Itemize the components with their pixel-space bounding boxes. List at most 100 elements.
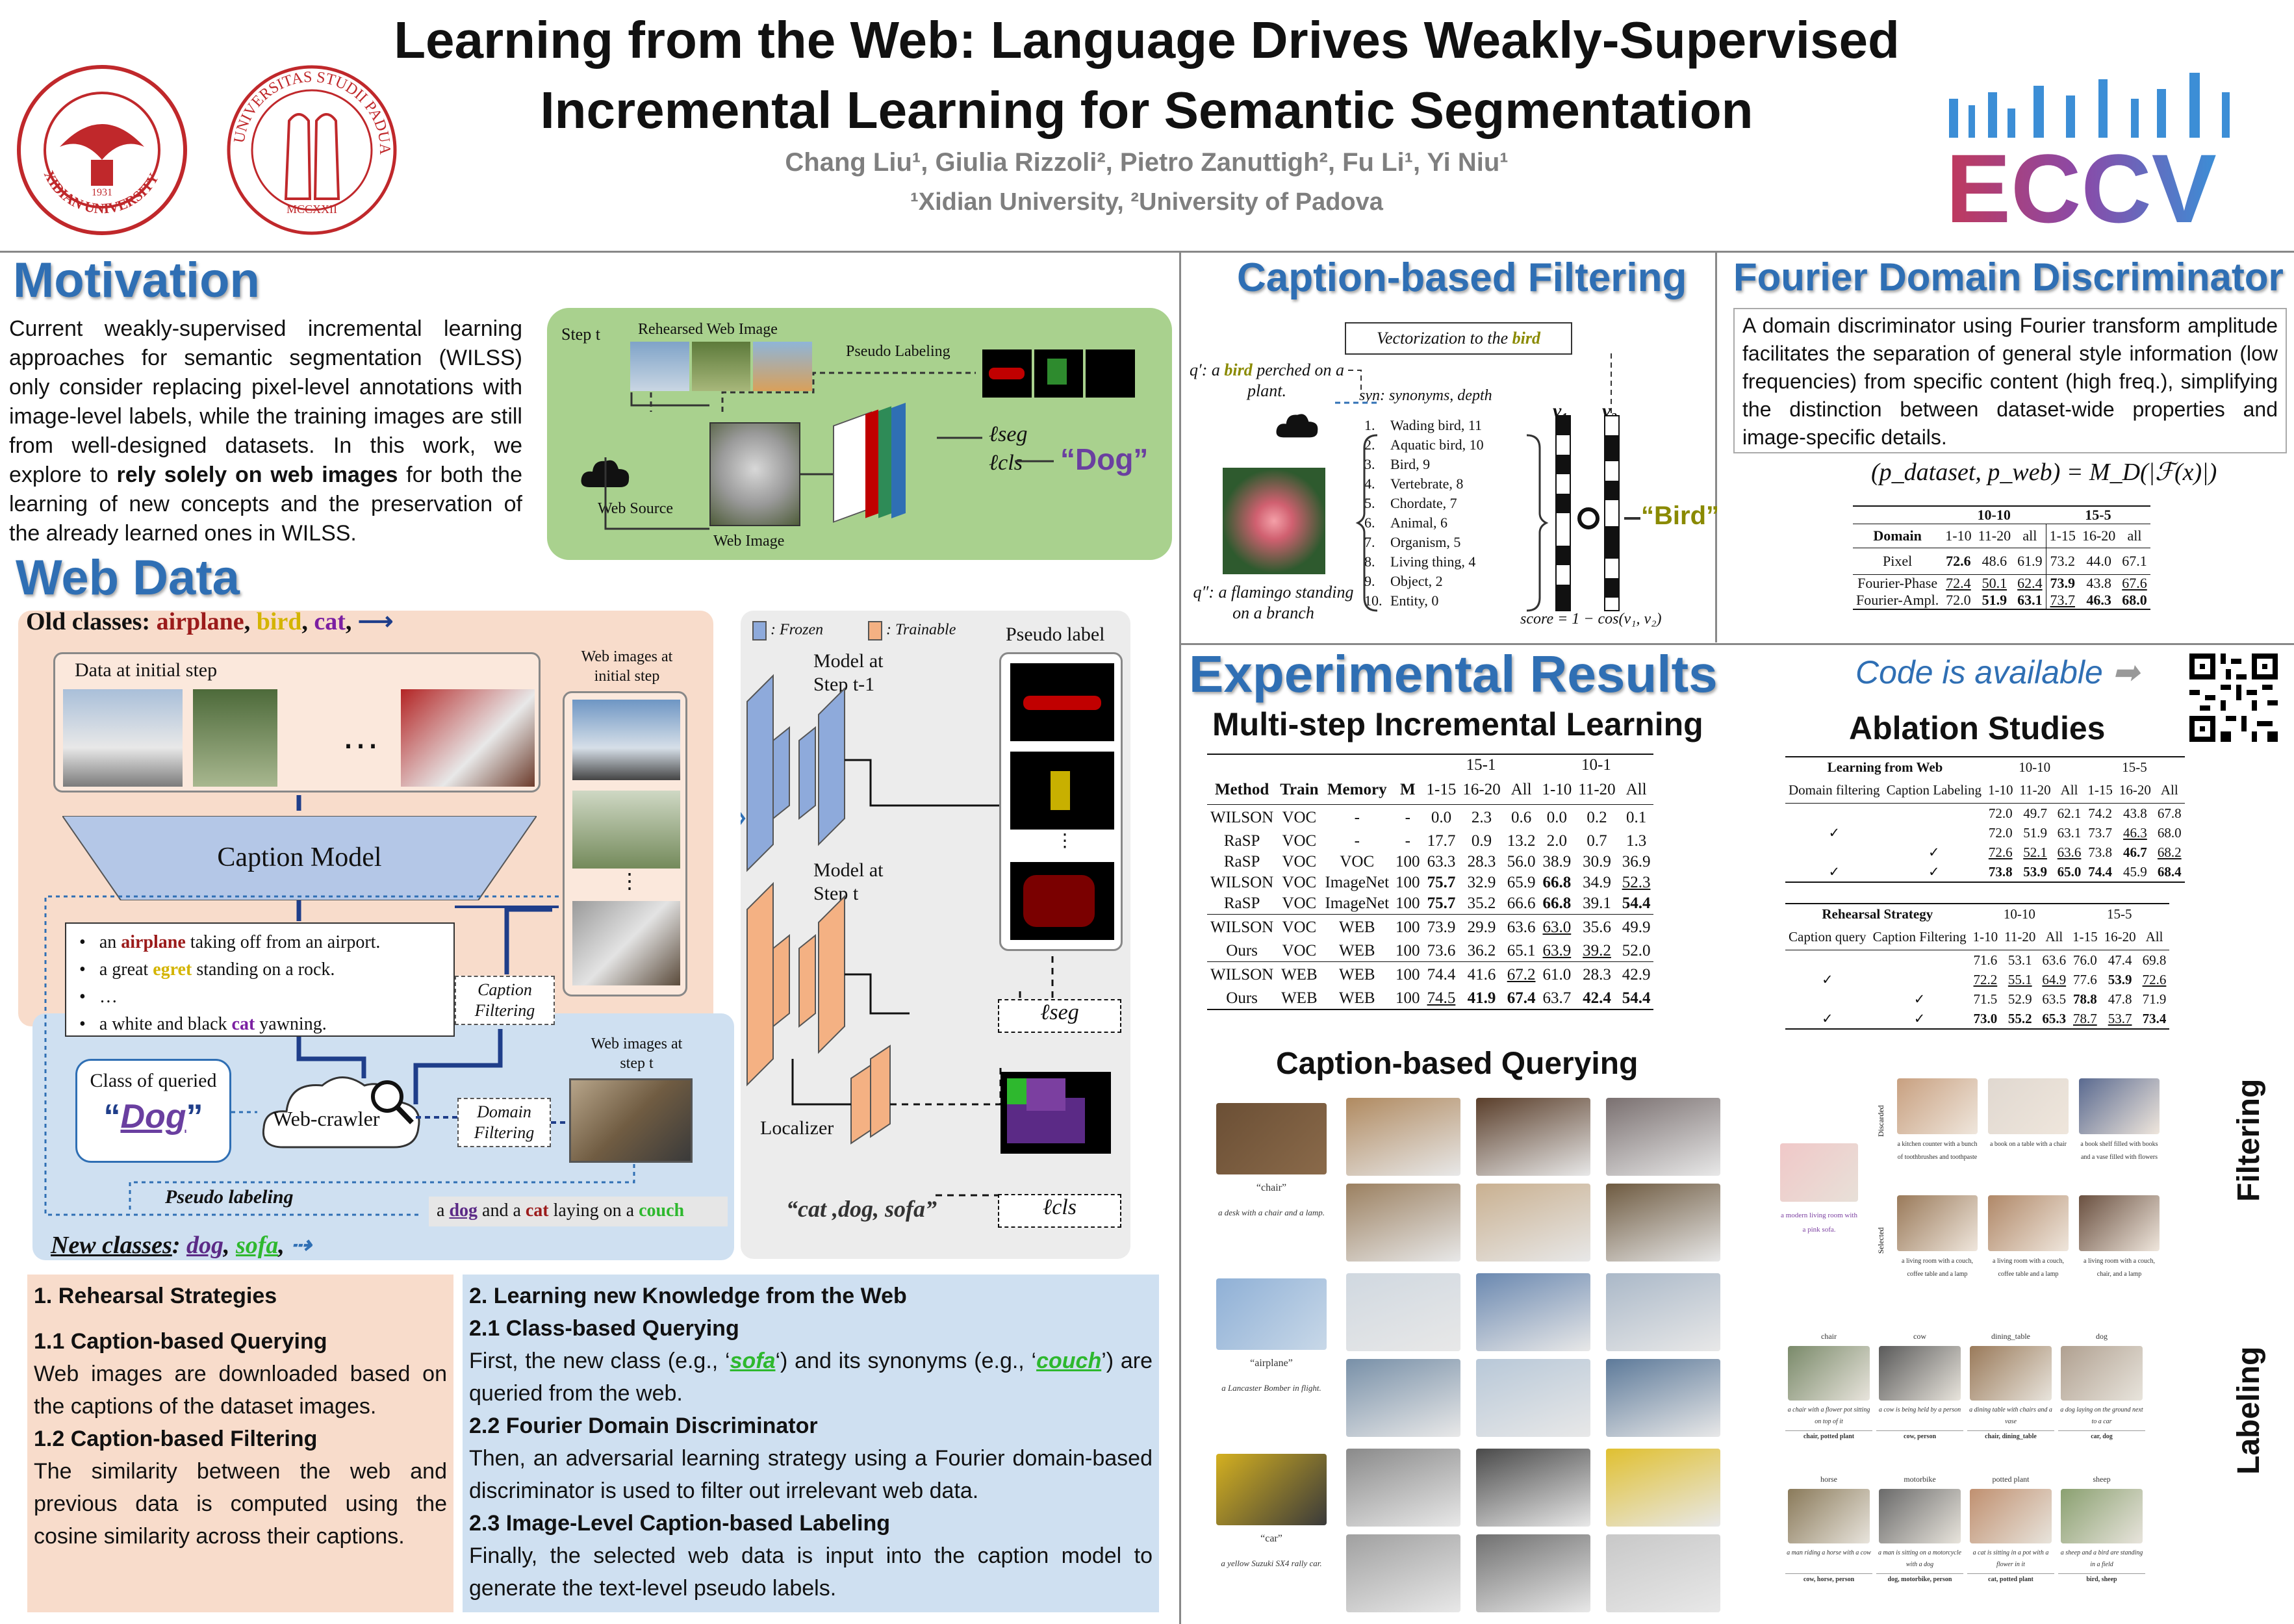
cat-mask: [1010, 862, 1114, 940]
table-cell: 73.7: [2088, 825, 2113, 841]
table-cell: RaSP: [1223, 894, 1260, 912]
discarded-image: [1897, 1078, 1978, 1134]
table-cell: 51.9: [2023, 825, 2047, 841]
table-cell: 73.6: [1427, 942, 1456, 959]
selected-caption: a living room with a couch, coffee table…: [1902, 1258, 1973, 1278]
table-cell: [1785, 843, 1883, 862]
motivation-title: Motivation: [13, 253, 260, 308]
table-cell: 100: [1396, 853, 1420, 870]
rehearsal-box: 1. Rehearsal Strategies 1.1 Caption-base…: [27, 1275, 453, 1612]
model-diagram: [741, 674, 1059, 1197]
discarded-image: [1988, 1078, 2069, 1134]
label-image: [1879, 1346, 1961, 1401]
svg-text:ECCV: ECCV: [1946, 134, 2217, 229]
table-cell: -: [1354, 832, 1360, 850]
legend-trainable: : Trainable: [868, 621, 956, 641]
table-cell: 17.7: [1427, 832, 1456, 850]
querying-title: Caption-based Querying: [1276, 1047, 1638, 1081]
table-cell: 0.9: [1471, 832, 1492, 850]
label-caption: a chair with a flower pot sitting on top…: [1787, 1406, 1870, 1425]
learning-t23: Finally, the selected web data is input …: [469, 1543, 1153, 1601]
table-cell: 0.1: [1625, 809, 1647, 826]
table-cell: 36.9: [1622, 853, 1651, 870]
cloud-icon: [1276, 414, 1318, 438]
label-class: motorbike: [1904, 1475, 1936, 1484]
table-cell: [1870, 950, 1970, 971]
fig-step-t: Step t: [561, 325, 600, 344]
queried-web-image: [1606, 1098, 1720, 1176]
table-cell: 74.2: [2088, 806, 2113, 821]
label-image: [2061, 1489, 2143, 1543]
table-cell: 100: [1396, 874, 1420, 891]
table-cell: 63.3: [1427, 853, 1456, 870]
table-cell: WEB: [1338, 919, 1375, 936]
label-class: horse: [1820, 1475, 1837, 1484]
label-output: dog, motorbike, person: [1876, 1573, 1963, 1586]
discarded-label: Discarded: [1876, 1105, 1885, 1137]
qr-code[interactable]: [2189, 653, 2278, 742]
table-cell: ✓: [1828, 825, 1841, 841]
svg-text:MCCXXII: MCCXXII: [287, 203, 337, 216]
table-cell: 35.2: [1467, 894, 1496, 912]
table-cell: 100: [1396, 989, 1420, 1007]
table-cell: 72.2: [1973, 972, 1998, 987]
column-divider: [1179, 253, 1181, 1624]
table-cell: 75.7: [1427, 874, 1456, 891]
discarded-caption: a book shelf filled with books and a vas…: [2080, 1141, 2158, 1161]
table-cell: 78.7: [2072, 1011, 2097, 1026]
table-cell: -: [1354, 809, 1360, 826]
motivation-arrows: [604, 372, 1054, 530]
table-cell: 72.0: [1988, 825, 2013, 841]
label-caption: a man riding a horse with a cow: [1787, 1549, 1871, 1556]
table-cell: 75.7: [1427, 894, 1456, 912]
header-divider: [0, 251, 2294, 253]
table-cell: 65.0: [2057, 864, 2082, 880]
table-cell: 78.8: [2072, 991, 2097, 1007]
labeling-label: Labeling: [2232, 1346, 2266, 1475]
web-cat-photo: [572, 901, 680, 985]
table-cell: 100: [1396, 942, 1420, 959]
table-cell: 71.9: [2142, 991, 2167, 1007]
table-cell: ✓: [1928, 864, 1940, 880]
table-cell: 54.4: [1622, 989, 1651, 1007]
table-cell: 2.3: [1471, 809, 1492, 826]
ablation-title: Ablation Studies: [1849, 710, 2106, 746]
queried-web-image: [1606, 1449, 1720, 1527]
table-cell: 55.1: [2007, 972, 2032, 987]
affiliations: ¹Xidian University, ²University of Padov…: [910, 188, 1383, 216]
caption-model-label: Caption Model: [217, 843, 382, 872]
syn-label: syn: synonyms, depth: [1359, 387, 1492, 404]
label-class: chair: [1821, 1332, 1837, 1341]
table-cell: VOC: [1340, 853, 1375, 870]
multistep-title: Multi-step Incremental Learning: [1212, 706, 1703, 742]
filtering-label: Filtering: [2232, 1078, 2266, 1202]
table-cell: 61.0: [1542, 966, 1572, 983]
table-cell: 74.5: [1427, 989, 1456, 1007]
code-available[interactable]: Code is available ➡: [1855, 654, 2139, 691]
table-cell: VOC: [1282, 853, 1317, 870]
fourier-text: A domain discriminator using Fourier tra…: [1742, 314, 2278, 449]
label-caption: a sheep and a bird are standing in a fie…: [2060, 1549, 2143, 1568]
table-cell: ✓: [1828, 864, 1841, 880]
table-cell: WEB: [1338, 966, 1375, 983]
table-cell: 0.7: [1587, 832, 1607, 850]
cat-photo: [401, 689, 535, 787]
table-cell: 63.6: [2057, 844, 2082, 860]
table-cell: 63.9: [1542, 942, 1572, 959]
caption-model: [62, 816, 537, 900]
table-cell: 64.9: [2042, 972, 2067, 987]
label-output: chair, dining_table: [1967, 1430, 2054, 1443]
selected-caption: a living room with a couch, coffee table…: [1993, 1258, 2064, 1278]
query-2: q″: a flamingo standing on a branch: [1193, 583, 1354, 622]
table-cell: 49.7: [2023, 806, 2047, 821]
web-images-initial-box: ⋮: [563, 691, 687, 996]
dog-sofa-mask: [1000, 1072, 1111, 1154]
caption-item: • …: [79, 987, 118, 1007]
